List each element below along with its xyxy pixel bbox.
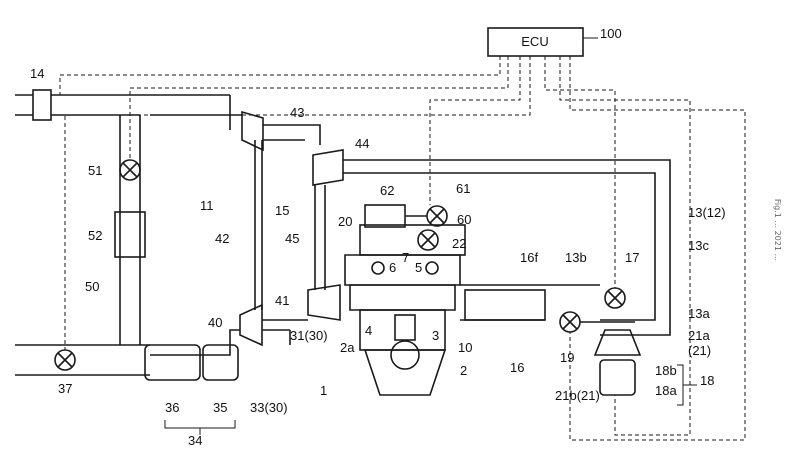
crank <box>390 340 420 370</box>
control-lines <box>59 56 746 441</box>
label-13c: 13c <box>688 238 709 253</box>
label-18: 18 <box>700 373 714 388</box>
pump-18b <box>593 329 642 356</box>
intake-45 <box>314 185 326 290</box>
label-13a: 13a <box>688 306 710 321</box>
label-51: 51 <box>88 163 102 178</box>
label-5: 5 <box>415 260 422 275</box>
label-62: 62 <box>380 183 394 198</box>
ecu-label: ECU <box>521 34 548 49</box>
label-21a: 21a <box>688 328 710 343</box>
airflow-meter-14 <box>32 89 52 121</box>
label-41: 41 <box>275 293 289 308</box>
label-20: 20 <box>338 214 352 229</box>
label-18b: 18b <box>655 363 677 378</box>
label-50: 50 <box>85 279 99 294</box>
label-43: 43 <box>290 105 304 120</box>
label-22: 22 <box>452 236 466 251</box>
actuator-62 <box>364 204 406 228</box>
ecu-ref: 100 <box>600 26 622 41</box>
label-37: 37 <box>58 381 72 396</box>
label-33-30: 33(30) <box>250 400 288 415</box>
label-17: 17 <box>625 250 639 265</box>
tank-18a <box>599 359 636 396</box>
label-34: 34 <box>188 433 202 448</box>
label-2a: 2a <box>340 340 355 355</box>
side-caption: Fig.1 ... 2021 ... <box>773 199 782 261</box>
egr-valve-51 <box>119 159 141 181</box>
label-13-12: 13(12) <box>688 205 726 220</box>
egr-pipe-50 <box>119 115 141 345</box>
label-16f: 16f <box>520 250 538 265</box>
label-15: 15 <box>275 203 289 218</box>
label-11: 11 <box>200 198 214 213</box>
label-10: 10 <box>458 340 472 355</box>
label-42: 42 <box>215 231 229 246</box>
intercooler-16f <box>464 289 546 321</box>
label-40: 40 <box>208 315 222 330</box>
turbine-41 <box>307 284 341 321</box>
label-18a: 18a <box>655 383 677 398</box>
turbo-shaft-42 <box>254 140 263 310</box>
label-45: 45 <box>285 231 299 246</box>
label-52: 52 <box>88 228 102 243</box>
filter-35 <box>202 344 239 381</box>
label-14: 14 <box>30 66 44 81</box>
reference-labels: 14 43 44 51 52 11 15 42 45 50 62 61 60 2… <box>30 66 726 448</box>
label-31-30: 31(30) <box>290 328 328 343</box>
intake-manifold-20 <box>359 224 466 256</box>
label-16: 16 <box>510 360 524 375</box>
label-2: 2 <box>460 363 467 378</box>
label-36: 36 <box>165 400 179 415</box>
label-60: 60 <box>457 212 471 227</box>
label-6: 6 <box>389 260 396 275</box>
piston-2a <box>394 314 416 341</box>
throttle-22 <box>417 229 439 251</box>
compressor-43 <box>229 95 264 152</box>
label-35: 35 <box>213 400 227 415</box>
crankcase <box>363 349 447 396</box>
label-21b: 21b(21) <box>555 388 600 403</box>
ecu-box <box>487 27 584 57</box>
label-4: 4 <box>365 323 372 338</box>
compressor-44 <box>312 149 344 186</box>
intake-pipe <box>51 94 230 116</box>
catalyst-36 <box>144 344 201 381</box>
label-44: 44 <box>355 136 369 151</box>
label-19: 19 <box>560 350 574 365</box>
label-7: 7 <box>402 250 409 265</box>
label-61: 61 <box>456 181 470 196</box>
egr-cooler-52 <box>114 211 146 258</box>
label-1: 1 <box>320 383 327 398</box>
label-13b: 13b <box>565 250 587 265</box>
label-21: (21) <box>688 343 711 358</box>
label-3: 3 <box>432 328 439 343</box>
turbine-40 <box>239 303 263 347</box>
